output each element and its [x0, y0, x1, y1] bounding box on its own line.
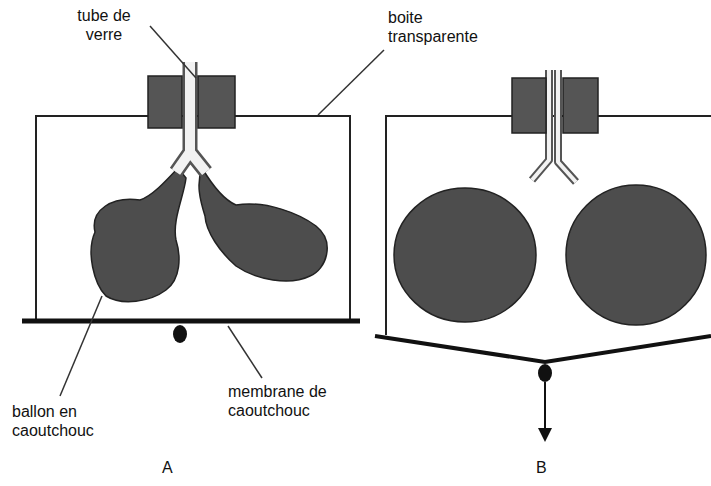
part-label: ballon en caoutchouc [12, 402, 116, 440]
part-label: membrane de caoutchouc [228, 382, 340, 420]
part-label: tube de verre [62, 6, 146, 44]
leader-line [318, 50, 384, 115]
figure-letter: B [536, 458, 547, 477]
part-label: boite transparente [388, 8, 500, 46]
leader-line [228, 326, 262, 378]
rubber-membrane [22, 319, 360, 324]
stopper [148, 76, 182, 128]
balloon-lung [394, 188, 536, 322]
leader-line [60, 296, 102, 396]
model-a [22, 62, 360, 343]
pull-arrow [544, 382, 546, 430]
membrane-knob [538, 364, 552, 382]
stopper [563, 78, 598, 133]
balloon-lung [199, 168, 327, 281]
figure-letter: A [162, 458, 173, 477]
leader-lines [60, 26, 384, 396]
balloon-lung [566, 185, 706, 325]
membrane-knob [173, 325, 187, 343]
stopper [198, 76, 235, 128]
balloon-lung [91, 168, 186, 302]
pull-arrowhead [538, 428, 552, 442]
leader-line [150, 26, 196, 78]
rubber-membrane [375, 336, 711, 362]
model-b [375, 70, 711, 442]
stopper [512, 78, 546, 133]
